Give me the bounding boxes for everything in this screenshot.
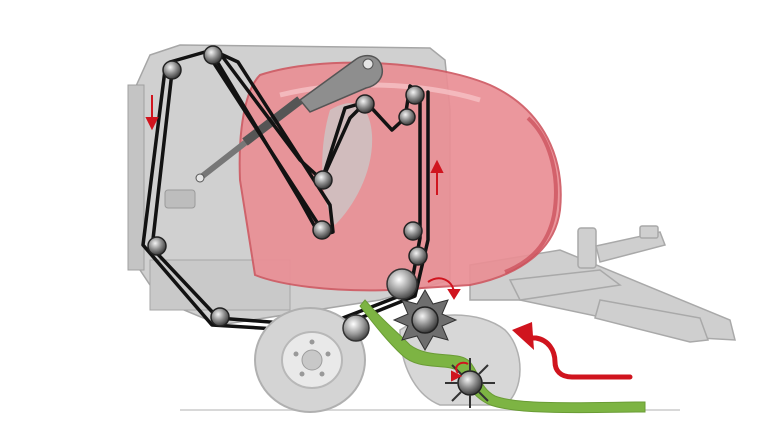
starter-roller <box>386 268 418 300</box>
roller-5 <box>398 108 416 126</box>
crop-flow-arrow-icon <box>512 322 633 380</box>
feed-rotor <box>392 288 458 352</box>
roller-3 <box>355 94 375 114</box>
arrow-up-icon <box>430 159 444 195</box>
lower-roller <box>342 314 370 342</box>
crop-flow <box>359 299 646 414</box>
rotation-arrow-icon <box>427 277 461 300</box>
bale-chamber-rim <box>504 116 558 274</box>
roller-10 <box>210 307 230 327</box>
housing-rear-bracket <box>164 189 196 209</box>
roller-6 <box>313 170 333 190</box>
pickup-reel <box>445 358 495 408</box>
housing-side-strip <box>127 84 145 271</box>
wheel <box>254 307 366 413</box>
roller-7 <box>312 220 332 240</box>
roller-2 <box>203 45 223 65</box>
bale-core <box>322 103 373 225</box>
belt-rollers <box>147 45 428 335</box>
roller-9 <box>147 236 167 256</box>
roller-12 <box>408 246 428 266</box>
roller-8 <box>403 221 423 241</box>
bale-chamber-highlight <box>279 82 481 103</box>
rotation-arrow-icon <box>451 361 469 382</box>
drawbar <box>469 225 736 343</box>
roller-4 <box>405 85 425 105</box>
arrow-down-icon <box>145 95 159 131</box>
roller-1 <box>162 60 182 80</box>
